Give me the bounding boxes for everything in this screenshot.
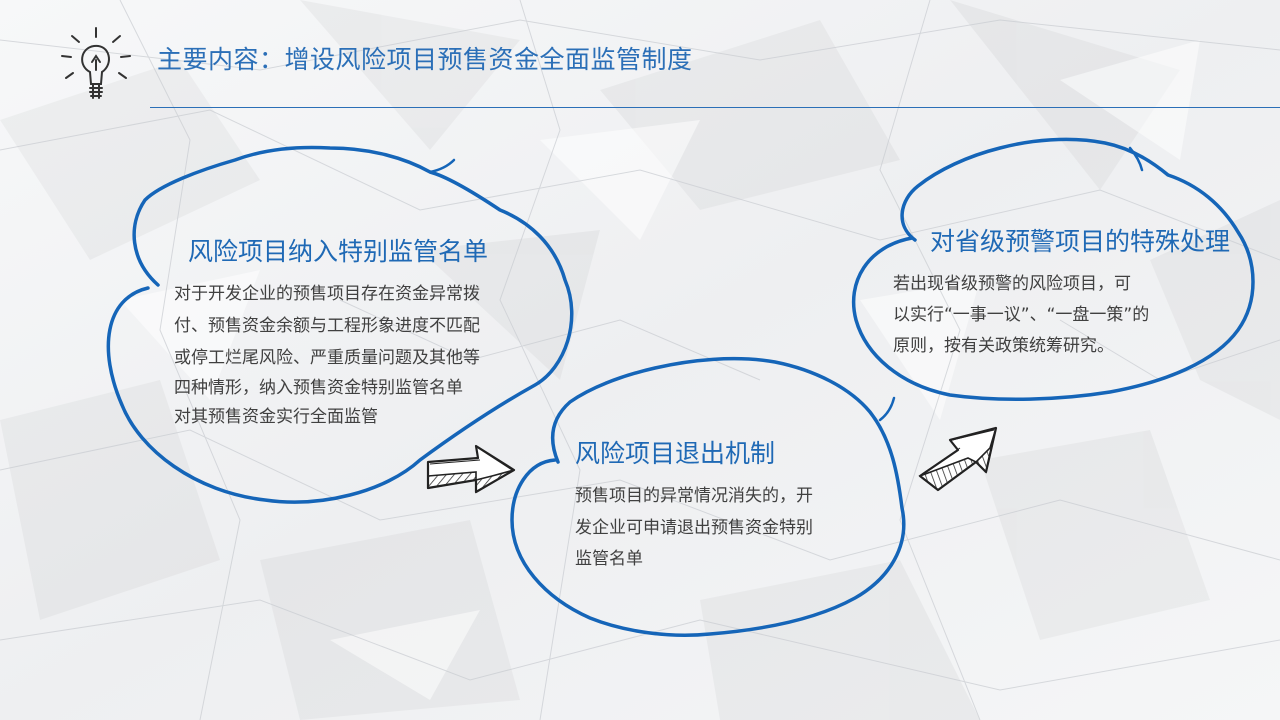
watchlist-line: 付、预售资金余额与工程形象进度不匹配 <box>174 316 480 336</box>
exit-line: 发企业可申请退出预售资金特别 <box>575 518 813 538</box>
provincial-line: 若出现省级预警的风险项目，可 <box>893 274 1131 294</box>
watchlist-title: 风险项目纳入特别监管名单 <box>188 237 489 266</box>
exit-title: 风险项目退出机制 <box>575 439 776 468</box>
page-title: 主要内容：增设风险项目预售资金全面监管制度 <box>157 45 693 74</box>
exit-line: 预售项目的异常情况消失的，开 <box>575 486 813 506</box>
provincial-line: 原则，按有关政策统筹研究。 <box>893 336 1114 356</box>
hand-drawn-arrow-icon <box>918 426 998 492</box>
watchlist-line: 或停工烂尾风险、严重质量问题及其他等 <box>174 348 480 368</box>
watchlist-line: 对其预售资金实行全面监管 <box>174 407 378 427</box>
lightbulb-icon <box>61 27 131 99</box>
watchlist-line: 对于开发企业的预售项目存在资金异常拨 <box>174 284 480 304</box>
hand-drawn-arrow-icon <box>426 444 516 494</box>
exit-line: 监管名单 <box>575 549 643 569</box>
provincial-line: 以实行“一事一议”、“一盘一策”的 <box>893 305 1150 325</box>
header-divider <box>150 107 1280 108</box>
watchlist-line: 四种情形，纳入预售资金特别监管名单 <box>174 378 463 398</box>
provincial-title: 对省级预警项目的特殊处理 <box>930 227 1231 256</box>
